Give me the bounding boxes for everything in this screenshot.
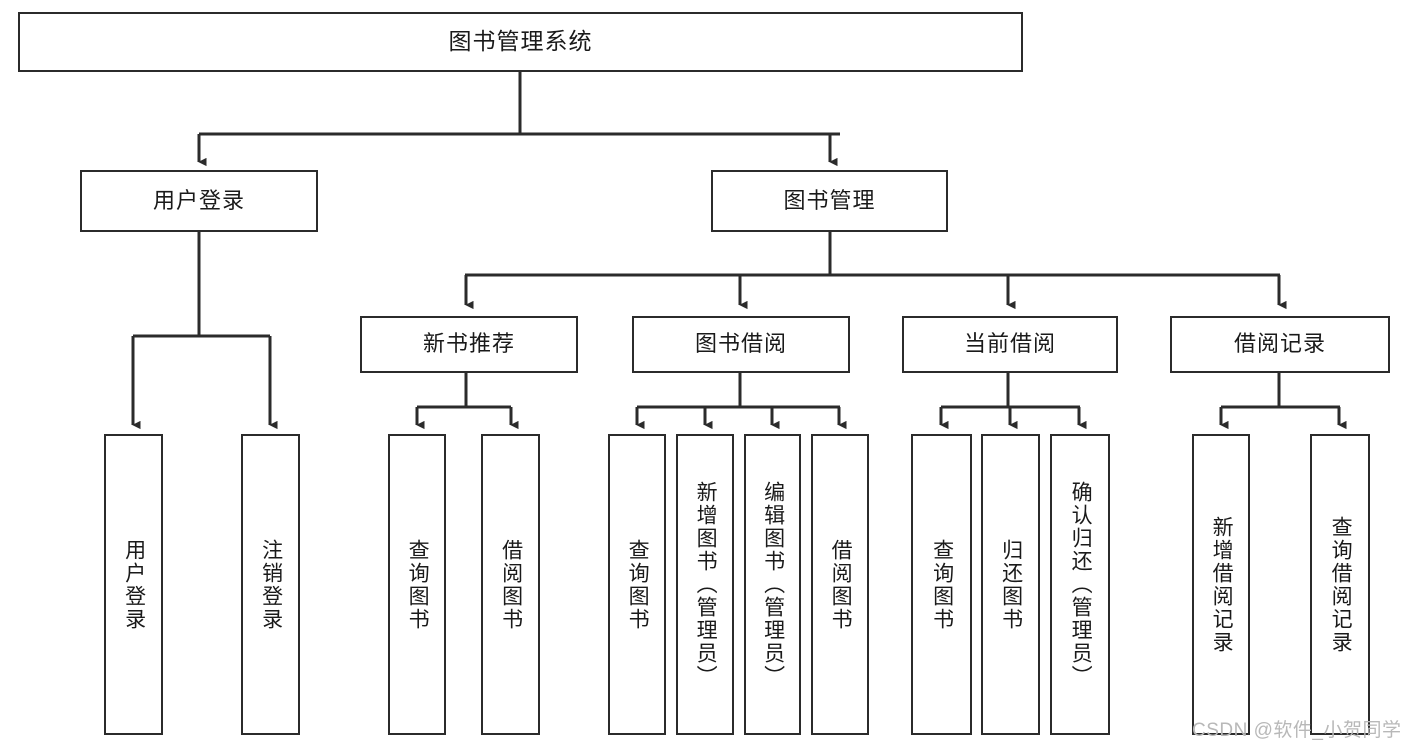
- csdn-watermark: CSDN @软件_小贺同学: [1192, 720, 1402, 741]
- node-label: 查询图书: [626, 538, 650, 631]
- node-label: 新增图书（管理员）: [694, 481, 718, 688]
- node-label: 借阅图书: [829, 538, 853, 631]
- node-label: 当前借阅: [963, 331, 1056, 357]
- node-label: 新书推荐: [422, 331, 515, 357]
- node-label: 归还图书: [999, 538, 1023, 631]
- node-leaf-add-book-admin[interactable]: 新增图书（管理员）: [676, 434, 734, 735]
- node-label: 图书借阅: [694, 331, 787, 357]
- node-leaf-query-borrow-record[interactable]: 查询借阅记录: [1310, 434, 1370, 735]
- node-user-login[interactable]: 用户登录: [80, 170, 318, 232]
- node-leaf-edit-book-admin[interactable]: 编辑图书（管理员）: [744, 434, 801, 735]
- node-label: 注销登录: [259, 538, 283, 631]
- node-label: 新增借阅记录: [1210, 515, 1234, 654]
- node-label: 查询图书: [930, 538, 954, 631]
- node-leaf-query-book-newrec[interactable]: 查询图书: [388, 434, 446, 735]
- node-label: 查询图书: [406, 538, 430, 631]
- node-leaf-user-logout[interactable]: 注销登录: [241, 434, 300, 735]
- node-label: 查询借阅记录: [1329, 515, 1353, 654]
- node-leaf-query-book-borrow[interactable]: 查询图书: [608, 434, 666, 735]
- node-leaf-confirm-return-admin[interactable]: 确认归还（管理员）: [1050, 434, 1110, 735]
- node-leaf-user-login[interactable]: 用户登录: [104, 434, 163, 735]
- node-label: 用户登录: [122, 538, 146, 631]
- node-leaf-query-book-current[interactable]: 查询图书: [911, 434, 972, 735]
- node-label: 确认归还（管理员）: [1069, 481, 1093, 688]
- node-leaf-add-borrow-record[interactable]: 新增借阅记录: [1192, 434, 1250, 735]
- node-leaf-borrow-book-newrec[interactable]: 借阅图书: [481, 434, 540, 735]
- node-current-borrow[interactable]: 当前借阅: [902, 316, 1118, 373]
- node-label: 用户登录: [152, 187, 245, 213]
- node-label: 编辑图书（管理员）: [761, 481, 785, 688]
- node-leaf-return-book[interactable]: 归还图书: [981, 434, 1040, 735]
- node-label: 借阅图书: [499, 538, 523, 631]
- node-label: 图书管理系统: [448, 28, 593, 55]
- node-book-borrow[interactable]: 图书借阅: [632, 316, 850, 373]
- node-label: 借阅记录: [1233, 331, 1326, 357]
- node-book-management[interactable]: 图书管理: [711, 170, 948, 232]
- node-leaf-borrow-book-borrow[interactable]: 借阅图书: [811, 434, 869, 735]
- node-label: 图书管理: [783, 187, 876, 213]
- node-borrow-records[interactable]: 借阅记录: [1170, 316, 1390, 373]
- node-new-book-recommend[interactable]: 新书推荐: [360, 316, 578, 373]
- node-root-book-management-system[interactable]: 图书管理系统: [18, 12, 1023, 72]
